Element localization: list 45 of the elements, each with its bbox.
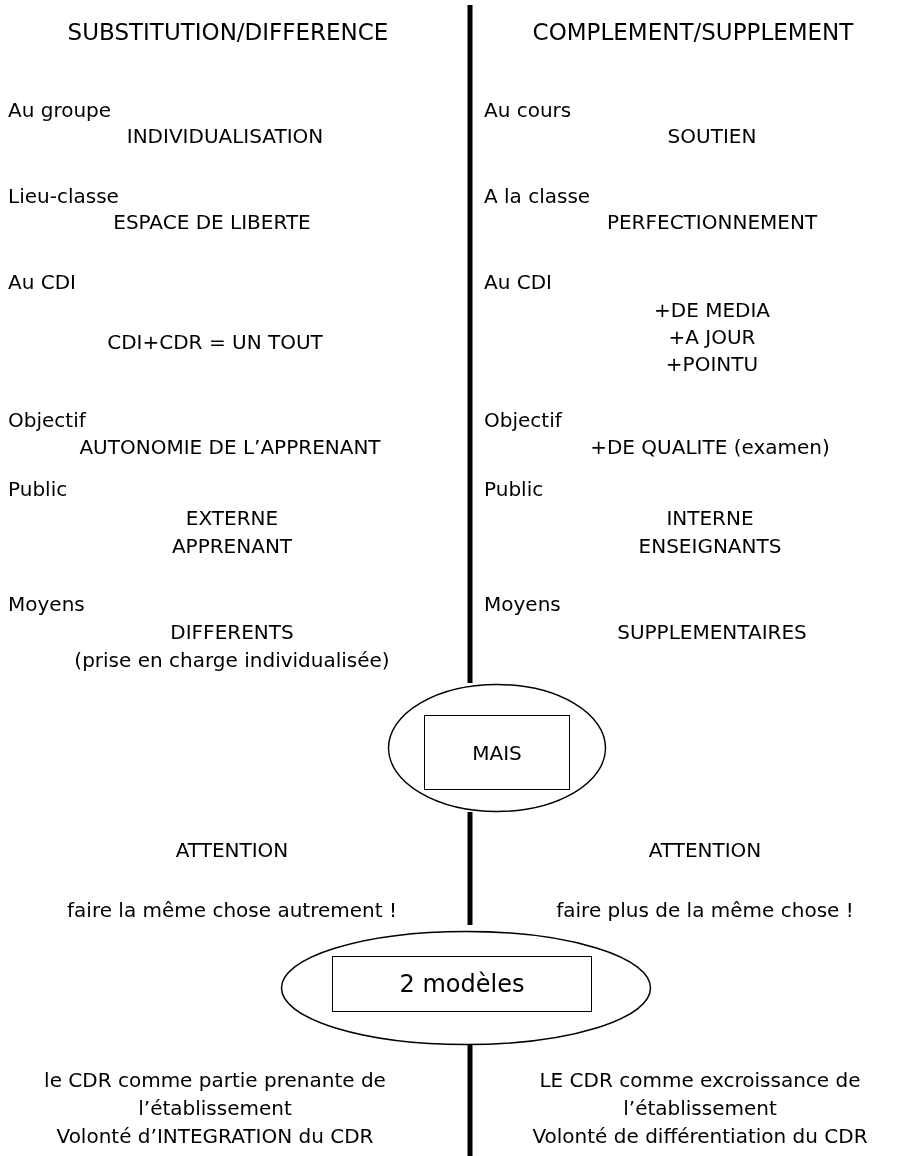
row-label: Lieu-classe [8, 184, 119, 208]
row-value: +A JOUR [668, 325, 756, 349]
model-text: LE CDR comme excroissance de [539, 1068, 861, 1092]
row-label: Moyens [484, 592, 561, 616]
row-label: Au CDI [8, 270, 76, 294]
row-value: DIFFERENTS [170, 620, 294, 644]
row-value: ESPACE DE LIBERTE [113, 210, 311, 234]
row-value: AUTONOMIE DE L’APPRENANT [79, 435, 381, 459]
row-value: ENSEIGNANTS [638, 534, 782, 558]
label-box [332, 956, 592, 1012]
heading-text: ATTENTION [648, 838, 762, 862]
row-value: +DE QUALITE (examen) [590, 435, 830, 459]
row-label: Au cours [484, 98, 572, 122]
row-label: Au groupe [8, 98, 112, 122]
row-value: APPRENANT [171, 534, 293, 558]
row-label: Public [484, 477, 544, 501]
box-label: MAIS [472, 740, 522, 765]
row-value: SOUTIEN [667, 124, 757, 148]
row-label: Au CDI [484, 270, 552, 294]
row-label: A la classe [484, 184, 591, 208]
row-value: CDI+CDR = UN TOUT [107, 330, 323, 354]
note-text: faire plus de la même chose ! [556, 898, 854, 922]
label-box [424, 715, 570, 790]
row-label: Objectif [8, 408, 86, 432]
row-value: INTERNE [666, 506, 754, 530]
row-value: +POINTU [665, 352, 759, 376]
row-value: +DE MEDIA [654, 298, 770, 322]
row-value: (prise en charge individualisée) [74, 648, 390, 672]
row-value: INDIVIDUALISATION [126, 124, 324, 148]
model-text: Volonté d’INTEGRATION du CDR [56, 1124, 374, 1148]
model-text: l’établissement [138, 1096, 292, 1120]
row-value: SUPPLEMENTAIRES [617, 620, 807, 644]
row-value: EXTERNE [185, 506, 279, 530]
row-value: PERFECTIONNEMENT [606, 210, 818, 234]
box-label: 2 modèles [399, 970, 525, 998]
column-heading: COMPLEMENT/SUPPLEMENT [532, 20, 854, 44]
note-text: faire la même chose autrement ! [67, 898, 397, 922]
model-text: Volonté de différentiation du CDR [532, 1124, 868, 1148]
model-text: l’établissement [623, 1096, 777, 1120]
row-label: Moyens [8, 592, 85, 616]
heading-text: ATTENTION [175, 838, 289, 862]
column-heading: SUBSTITUTION/DIFFERENCE [67, 20, 389, 44]
row-label: Public [8, 477, 68, 501]
row-label: Objectif [484, 408, 562, 432]
model-text: le CDR comme partie prenante de [44, 1068, 386, 1092]
